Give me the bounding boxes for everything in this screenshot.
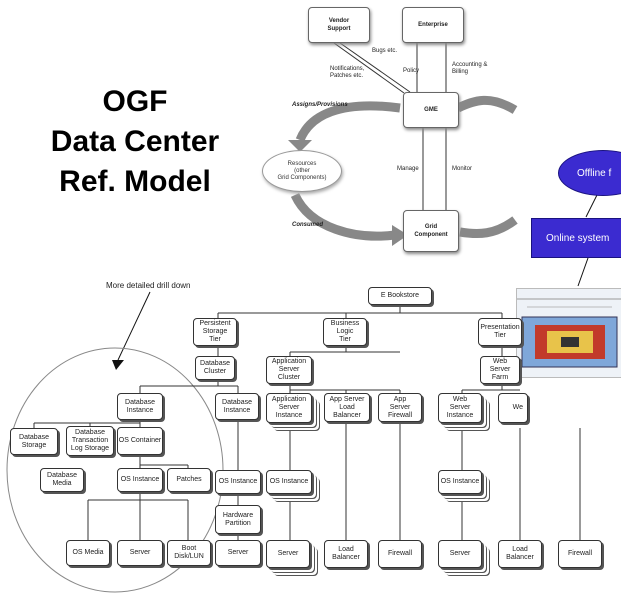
enterprise-box: Enterprise xyxy=(402,7,464,43)
load-balancer-mid: Load Balancer xyxy=(324,540,368,568)
assigns-label: Assigns/Provisions xyxy=(292,102,348,108)
gme-box: GME xyxy=(403,92,459,128)
bugs-label: Bugs etc. xyxy=(372,48,398,54)
os-media: OS Media xyxy=(66,540,110,566)
database-cluster: Database Cluster xyxy=(195,356,235,380)
monitor-label: Monitor xyxy=(452,166,473,172)
server-left: Server xyxy=(117,540,163,566)
resources-ellipse: Resources (other Grid Components) xyxy=(262,150,342,192)
drill-down-label: More detailed drill down xyxy=(106,281,191,290)
firewall-mid: Firewall xyxy=(378,540,422,568)
os-instance-app: OS Instance xyxy=(266,470,312,494)
notifications-label: Notifications, Patches etc. xyxy=(330,66,365,79)
title-line-1: OGF xyxy=(102,85,168,118)
os-instance-left: OS Instance xyxy=(117,468,163,492)
firewall-right: Firewall xyxy=(558,540,602,568)
database-storage: Database Storage xyxy=(10,428,58,455)
online-system-box: Online system xyxy=(531,218,621,258)
patches: Patches xyxy=(167,468,211,492)
web-server-instance: Web Server Instance xyxy=(438,393,482,423)
right-arc-top xyxy=(456,95,518,114)
vendor-support-box: Vendor Support xyxy=(308,7,370,43)
root-e-bookstore: E Bookstore xyxy=(368,287,432,305)
load-balancer-right: Load Balancer xyxy=(498,540,542,568)
server-mid: Server xyxy=(215,540,261,566)
title-line-3: Ref. Model xyxy=(59,165,211,198)
policy-label: Policy xyxy=(403,68,420,74)
os-instance-mid: OS Instance xyxy=(215,470,261,494)
server-web: Server xyxy=(438,540,482,568)
hardware-partition: Hardware Partition xyxy=(215,505,261,534)
accounting-label: Accounting & Billing xyxy=(452,62,488,75)
app-server-firewall: App Server Firewall xyxy=(378,393,422,422)
database-media: Database Media xyxy=(40,468,84,492)
consumed-arrowhead xyxy=(392,225,408,246)
grid-component-box: Grid Component xyxy=(403,210,459,252)
os-instance-web: OS Instance xyxy=(438,470,482,494)
title-line-2: Data Center xyxy=(50,125,220,158)
application-server-instance: Application Server Instance xyxy=(266,393,312,423)
app-server-load-balancer: App Server Load Balancer xyxy=(324,393,370,422)
assigns-arrowhead xyxy=(288,140,312,152)
detector-image xyxy=(516,288,621,378)
web-cut-box: We xyxy=(498,393,528,423)
database-instance-mid: Database Instance xyxy=(215,393,259,420)
application-server-cluster: Application Server Cluster xyxy=(266,356,312,384)
boot-disk-lun: Boot Disk/LUN xyxy=(167,540,211,566)
os-container: OS Container xyxy=(117,427,163,455)
assigns-arc xyxy=(295,101,401,142)
web-server-farm: Web Server Farm xyxy=(480,356,520,384)
persistent-storage-tier: Persistent Storage Tier xyxy=(193,318,237,346)
right-arc-bottom xyxy=(459,216,518,238)
business-logic-tier: Business Logic Tier xyxy=(323,318,367,346)
consumed-arc xyxy=(290,192,396,241)
consumed-label: Consumed xyxy=(292,222,324,228)
manage-label: Manage xyxy=(397,166,419,172)
database-transaction-log-storage: Database Transaction Log Storage xyxy=(66,426,114,456)
database-instance-left: Database Instance xyxy=(117,393,163,420)
offline-ellipse: Offline f xyxy=(558,150,621,196)
server-app: Server xyxy=(266,540,310,568)
presentation-tier: Presentation Tier xyxy=(478,318,522,346)
